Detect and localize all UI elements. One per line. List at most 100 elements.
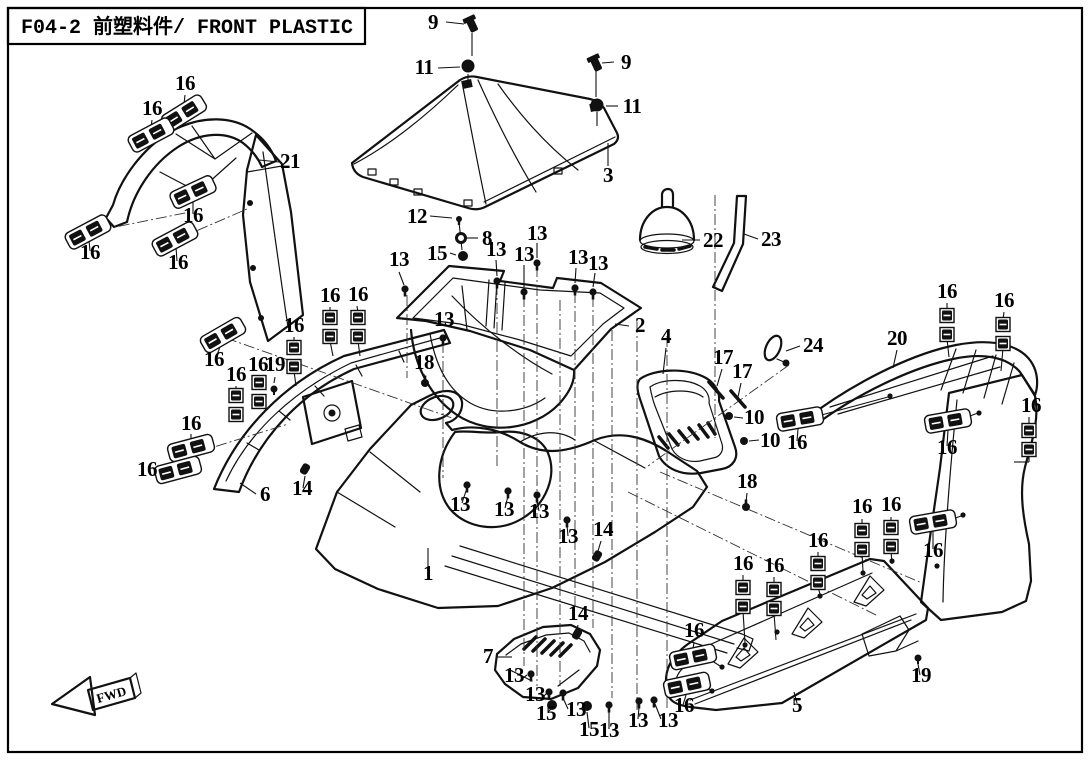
axis-line	[627, 491, 879, 617]
assembly-axis-lines	[99, 195, 923, 710]
leader-line	[737, 382, 742, 398]
mount-dot	[719, 664, 725, 670]
clip18-icon	[742, 499, 750, 511]
callout-part-16: 16	[183, 203, 203, 227]
callout-part-16: 16	[787, 430, 807, 454]
clip13-icon	[527, 670, 535, 682]
callout-part-23: 23	[761, 227, 781, 251]
part-22-funnel-cap	[638, 187, 696, 255]
leader-line	[449, 252, 457, 256]
part-4-center-grille	[636, 369, 738, 475]
fastener-icons	[64, 14, 1037, 713]
leader-line	[813, 396, 889, 418]
leader-line	[614, 323, 630, 327]
fwd-direction-arrow: FWD	[50, 672, 142, 717]
callout-part-16: 16	[80, 240, 100, 264]
callout-part-20: 20	[887, 326, 907, 350]
callout-part-15: 15	[427, 241, 447, 265]
callout-part-13: 13	[525, 682, 545, 706]
screw16v-icon	[883, 519, 899, 555]
mount-dot	[774, 629, 780, 635]
callout-part-10: 10	[760, 428, 780, 452]
callout-part-22: 22	[703, 228, 723, 252]
nut15-icon	[547, 700, 557, 710]
mount-dot	[976, 410, 982, 416]
callout-part-16: 16	[733, 551, 753, 575]
screw16v-icon	[1021, 422, 1037, 458]
mount-dot	[960, 512, 966, 518]
clip13-icon	[533, 491, 541, 503]
axis-line	[99, 211, 191, 231]
mount-dot	[709, 688, 715, 694]
leader-line	[495, 259, 498, 277]
page-border	[6, 6, 1084, 754]
callout-part-24: 24	[803, 333, 824, 357]
leader-line	[239, 482, 257, 495]
pin17-icon	[707, 380, 725, 400]
clip13-icon	[545, 688, 553, 700]
clip13-icon	[463, 481, 471, 493]
leader-line	[662, 347, 667, 375]
callout-part-17: 17	[732, 359, 752, 383]
callout-part-16: 16	[994, 288, 1014, 312]
screw16v-icon	[939, 307, 955, 343]
callout-part-9: 9	[621, 50, 631, 74]
leader-line	[398, 271, 405, 286]
dot10-icon	[740, 437, 748, 445]
callout-part-18: 18	[737, 469, 757, 493]
callout-part-16: 16	[808, 528, 828, 552]
parts-layer: FWD	[50, 75, 1039, 717]
clip18-icon	[421, 375, 429, 387]
callout-part-5: 5	[792, 693, 802, 717]
callout-part-16: 16	[142, 96, 162, 120]
callout-part-12: 12	[407, 204, 427, 228]
clip13-icon	[589, 288, 597, 300]
screw16d-icon	[775, 406, 825, 432]
part-1-front-body-panel	[314, 389, 754, 654]
callout-part-13: 13	[486, 237, 506, 261]
leader-line	[654, 703, 662, 720]
leader-line	[733, 416, 744, 419]
screw16d-icon	[923, 408, 973, 434]
screw16v-icon	[322, 309, 338, 345]
callout-part-11: 11	[415, 55, 434, 79]
clip13-icon	[571, 284, 579, 296]
callout-part-16: 16	[168, 250, 188, 274]
leader-line	[793, 691, 798, 704]
callout-part-16: 16	[937, 435, 957, 459]
callout-part-16: 16	[852, 494, 872, 518]
leader-line	[892, 349, 898, 369]
callout-part-13: 13	[450, 492, 470, 516]
callout-part-16: 16	[348, 282, 368, 306]
clip13-icon	[520, 288, 528, 300]
leader-line	[917, 663, 921, 676]
leader-line	[637, 706, 640, 720]
screw16d-icon	[169, 175, 217, 209]
leader-line	[273, 376, 276, 384]
callout-part-18: 18	[414, 350, 434, 374]
leader-line	[1000, 347, 1004, 372]
callout-part-16: 16	[684, 618, 704, 642]
callout-part-15: 15	[536, 701, 556, 725]
screw16v-icon	[228, 387, 244, 423]
screw16v-icon	[251, 374, 267, 410]
grommet11-icon	[590, 98, 604, 112]
leader-line	[773, 612, 777, 641]
washer8-icon	[455, 232, 467, 244]
clip13-icon	[533, 259, 541, 271]
part-20-right-fender	[804, 341, 1039, 622]
screw16d-icon	[908, 509, 958, 535]
clip13-icon	[559, 689, 567, 701]
axis-line	[179, 208, 248, 239]
nut15-icon	[582, 701, 592, 711]
mount-point-dots	[709, 393, 982, 694]
callout-part-13: 13	[658, 708, 678, 732]
leader-line	[542, 693, 547, 698]
callout-part-16: 16	[204, 347, 224, 371]
callout-part-16: 16	[175, 71, 195, 95]
callout-part-7: 7	[483, 644, 493, 668]
leader-line	[682, 694, 687, 706]
axis-line	[225, 337, 453, 419]
